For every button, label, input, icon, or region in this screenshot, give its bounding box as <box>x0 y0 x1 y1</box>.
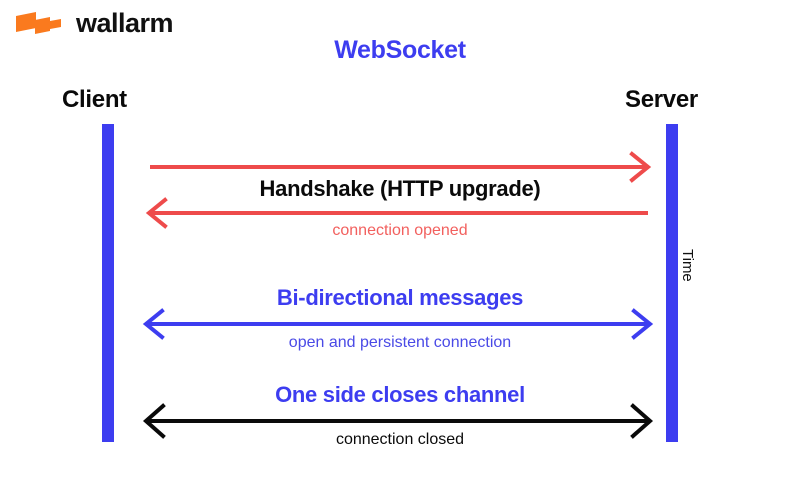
brand-name: wallarm <box>76 7 174 38</box>
handshake-step-title: Handshake (HTTP upgrade) <box>259 176 541 201</box>
bidirectional-step-title: Bi-directional messages <box>276 285 524 310</box>
client-lifeline-label: Client <box>62 86 127 113</box>
server-lifeline-bar <box>666 124 678 442</box>
page-title: WebSocket <box>334 36 466 64</box>
server-lifeline-label: Server <box>625 86 698 113</box>
handshake-step-subtitle: connection opened <box>332 222 468 239</box>
wallarm-bolt-logo-icon <box>16 12 61 34</box>
brand-logo: wallarm <box>14 7 174 38</box>
client-lifeline-bar <box>102 124 114 442</box>
bidirectional-step-subtitle: open and persistent connection <box>288 334 512 351</box>
close-step-subtitle: connection closed <box>335 431 465 448</box>
close-step-title: One side closes channel <box>275 382 525 407</box>
